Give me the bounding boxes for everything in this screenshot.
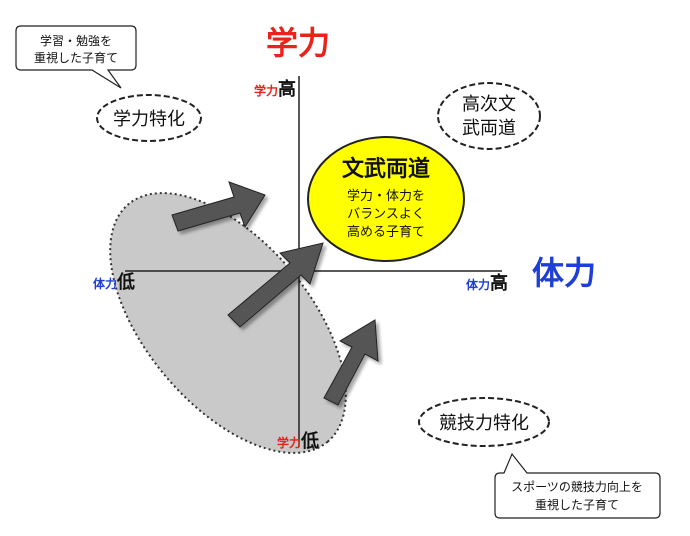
horizontal-low-label: 体力低 bbox=[93, 271, 135, 293]
top-left-callout-line2: 重視した子育て bbox=[34, 50, 118, 65]
center-desc-line3: 高める子育て bbox=[347, 224, 425, 240]
top-right-quadrant-bubble bbox=[437, 82, 541, 150]
arrow-upper-left bbox=[171, 181, 266, 232]
vertical-low-label: 学力低 bbox=[277, 430, 319, 452]
center-title: 文武両道 bbox=[342, 156, 430, 182]
bottom-right-callout-line2: 重視した子育て bbox=[535, 497, 619, 512]
top-left-callout-line1: 学習・勉強を bbox=[40, 33, 112, 48]
horizontal-low-prefix: 体力 bbox=[93, 276, 117, 291]
horizontal-high-prefix: 体力 bbox=[466, 277, 490, 292]
horizontal-low-word: 低 bbox=[116, 271, 135, 293]
arrow-center bbox=[227, 242, 324, 328]
bottom-right-quadrant-bubble bbox=[418, 397, 550, 447]
bottom-right-callout bbox=[494, 452, 661, 519]
bottom-right-callout-line1: スポーツの競技力向上を bbox=[511, 479, 643, 494]
top-left-quadrant-bubble bbox=[96, 94, 202, 142]
center-desc-line1: 学力・体力を bbox=[347, 188, 425, 204]
center-desc-line2: バランスよく bbox=[347, 207, 425, 222]
horizontal-axis-title: 体力 bbox=[532, 254, 596, 292]
horizontal-high-label: 体力高 bbox=[466, 272, 508, 294]
center-circle bbox=[307, 136, 465, 262]
arrow-lower-right bbox=[323, 319, 379, 406]
top-left-callout bbox=[15, 25, 137, 89]
vertical-high-prefix: 学力 bbox=[254, 83, 278, 98]
bottom-right-quadrant-label: 競技力特化 bbox=[439, 413, 529, 434]
top-right-quadrant-line2: 武両道 bbox=[462, 118, 516, 139]
top-left-quadrant-label: 学力特化 bbox=[113, 109, 185, 130]
vertical-high-label: 学力高 bbox=[254, 78, 296, 100]
top-right-quadrant-line1: 高次文 bbox=[462, 94, 516, 115]
vertical-low-word: 低 bbox=[300, 430, 319, 452]
vertical-axis-title: 学力 bbox=[266, 24, 330, 62]
horizontal-high-word: 高 bbox=[490, 272, 508, 294]
vertical-high-word: 高 bbox=[278, 78, 296, 100]
vertical-low-prefix: 学力 bbox=[277, 435, 301, 450]
